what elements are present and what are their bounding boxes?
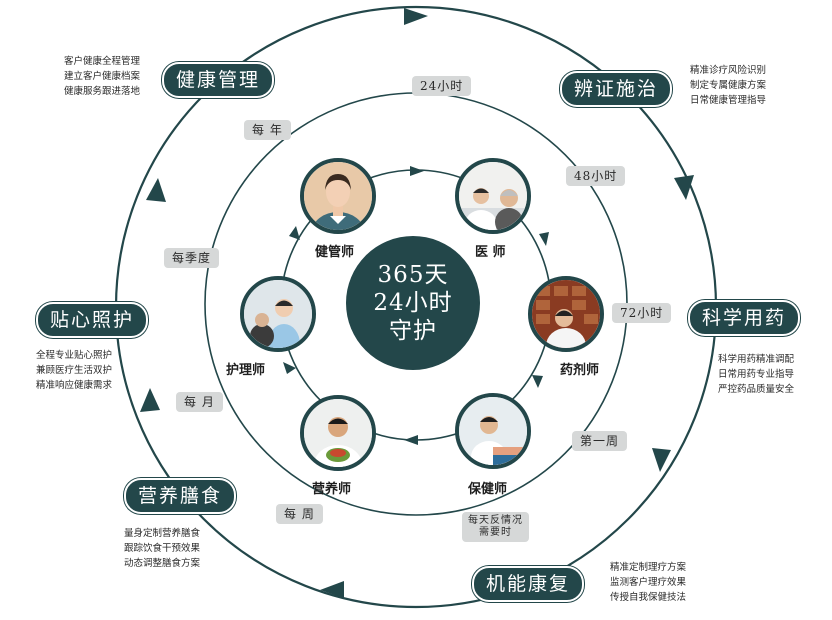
frequency-tag-72h: 72小时 (612, 303, 672, 323)
service-desc-item: 兼顾医疗生活双护 (36, 365, 113, 376)
center-line-3: 守护 (389, 318, 437, 344)
outer-arrow-upper-left (146, 178, 166, 202)
service-pill-diagnosis: 辨证施治 (560, 71, 673, 107)
service-desc-item: 建立客户健康档案 (64, 71, 141, 82)
service-desc-item: 健康服务跟进落地 (64, 86, 141, 97)
service-desc-item: 监测客户理疗效果 (610, 577, 687, 588)
doctor-avatar-icon (455, 158, 531, 234)
inner-arrow-right-top (539, 232, 549, 246)
nurse-avatar-icon (240, 276, 316, 352)
frequency-tag-yearly: 每 年 (244, 120, 291, 140)
service-desc-diagnosis: 精准诊疗风险识别 制定专属健康方案 日常健康管理指导 (690, 63, 766, 108)
frequency-tag-weekly: 每 周 (276, 504, 323, 524)
service-desc-item: 精准定制理疗方案 (610, 562, 687, 573)
role-label-nutritionist: 营养师 (312, 482, 352, 497)
nutritionist-avatar-icon (300, 395, 376, 471)
service-desc-health-management: 客户健康全程管理 建立客户健康档案 健康服务跟进落地 (64, 54, 140, 99)
service-pill-health-management: 健康管理 (162, 62, 275, 98)
service-desc-item: 日常健康管理指导 (690, 95, 767, 106)
frequency-tag-24h: 24小时 (412, 76, 472, 96)
frequency-tag-monthly: 每 月 (176, 392, 223, 412)
service-desc-item: 动态调整膳食方案 (124, 558, 201, 569)
outer-arrow-upper-right (674, 175, 694, 200)
role-label-health-manager: 健管师 (315, 245, 355, 260)
outer-arrow-lower-left (140, 388, 160, 412)
role-label-doctor: 医 师 (475, 245, 506, 260)
center-line-1: 365天 (377, 262, 449, 288)
inner-arrow-left-bottom (283, 362, 296, 374)
role-label-health-care: 保健师 (468, 482, 508, 497)
service-desc-item: 精准诊疗风险识别 (690, 65, 767, 76)
inner-arrow-right-bottom (532, 375, 543, 388)
health-care-avatar-icon (455, 393, 531, 469)
outer-arrow-bottom (320, 581, 344, 598)
health-manager-avatar-icon (300, 158, 376, 234)
inner-arrow-left-top (289, 226, 300, 240)
role-label-nurse: 护理师 (226, 363, 266, 378)
service-desc-item: 全程专业贴心照护 (36, 350, 113, 361)
frequency-tag-week1: 第一周 (572, 431, 628, 451)
service-pill-medication: 科学用药 (688, 300, 801, 336)
service-desc-item: 日常用药专业指导 (718, 369, 795, 380)
service-desc-item: 制定专属健康方案 (690, 80, 767, 91)
frequency-tag-daily-line2: 需要时 (479, 527, 512, 538)
service-desc-rehab: 精准定制理疗方案 监测客户理疗效果 传授自我保健技法 (610, 560, 686, 605)
service-pill-rehab: 机能康复 (472, 566, 585, 602)
frequency-tag-daily: 每天反情况 需要时 (462, 512, 529, 542)
service-desc-medication: 科学用药精准调配 日常用药专业指导 严控药品质量安全 (718, 352, 794, 397)
inner-arrow-top (410, 166, 424, 176)
service-desc-item: 精准响应健康需求 (36, 380, 113, 391)
center-badge: 365天 24小时 守护 (346, 236, 480, 370)
service-pill-nutrition: 营养膳食 (124, 478, 237, 514)
service-desc-care: 全程专业贴心照护 兼顾医疗生活双护 精准响应健康需求 (36, 348, 112, 393)
service-desc-nutrition: 量身定制营养膳食 跟踪饮食干预效果 动态调整膳食方案 (124, 526, 200, 571)
outer-arrow-lower-right (652, 448, 671, 472)
frequency-tag-daily-line1: 每天反情况 (468, 515, 523, 526)
frequency-tag-48h: 48小时 (566, 166, 626, 186)
outer-ring-arrows (140, 8, 694, 598)
service-desc-item: 严控药品质量安全 (718, 384, 795, 395)
service-pill-care: 贴心照护 (36, 302, 149, 338)
service-desc-item: 跟踪饮食干预效果 (124, 543, 201, 554)
inner-arrow-bottom (404, 435, 418, 445)
service-desc-item: 科学用药精准调配 (718, 354, 795, 365)
outer-arrow-top (404, 8, 428, 25)
pharmacist-avatar-icon (528, 276, 604, 352)
service-desc-item: 客户健康全程管理 (64, 56, 141, 67)
service-desc-item: 量身定制营养膳食 (124, 528, 201, 539)
inner-ring-arrows (283, 166, 549, 445)
center-line-2: 24小时 (373, 290, 453, 316)
service-desc-item: 传授自我保健技法 (610, 592, 687, 603)
frequency-tag-quarterly: 每季度 (164, 248, 220, 268)
role-label-pharmacist: 药剂师 (560, 363, 600, 378)
